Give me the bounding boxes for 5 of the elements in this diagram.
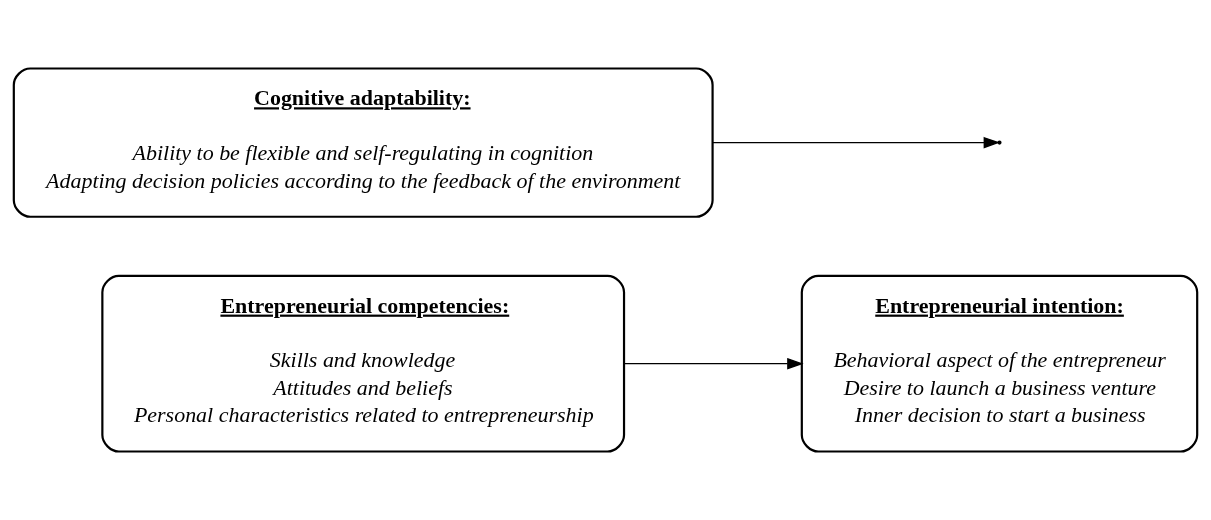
node-box: Entrepreneurial competencies: Skills and knowledge Attitudes and beliefs Personal characteristics related to entrepreneurship — [101, 274, 626, 453]
arrow — [623, 357, 804, 370]
node-box: Entrepreneurial intention: Behavioral aspect of the entrepreneur Desire to launch a business venture Inner decision to start a business — [800, 274, 1199, 453]
node-box: Cognitive adaptability: Ability to be flexible and self-regulating in cognition Adapting decision policies according to the feedback of the environment — [12, 67, 714, 218]
arrow — [712, 136, 1001, 149]
